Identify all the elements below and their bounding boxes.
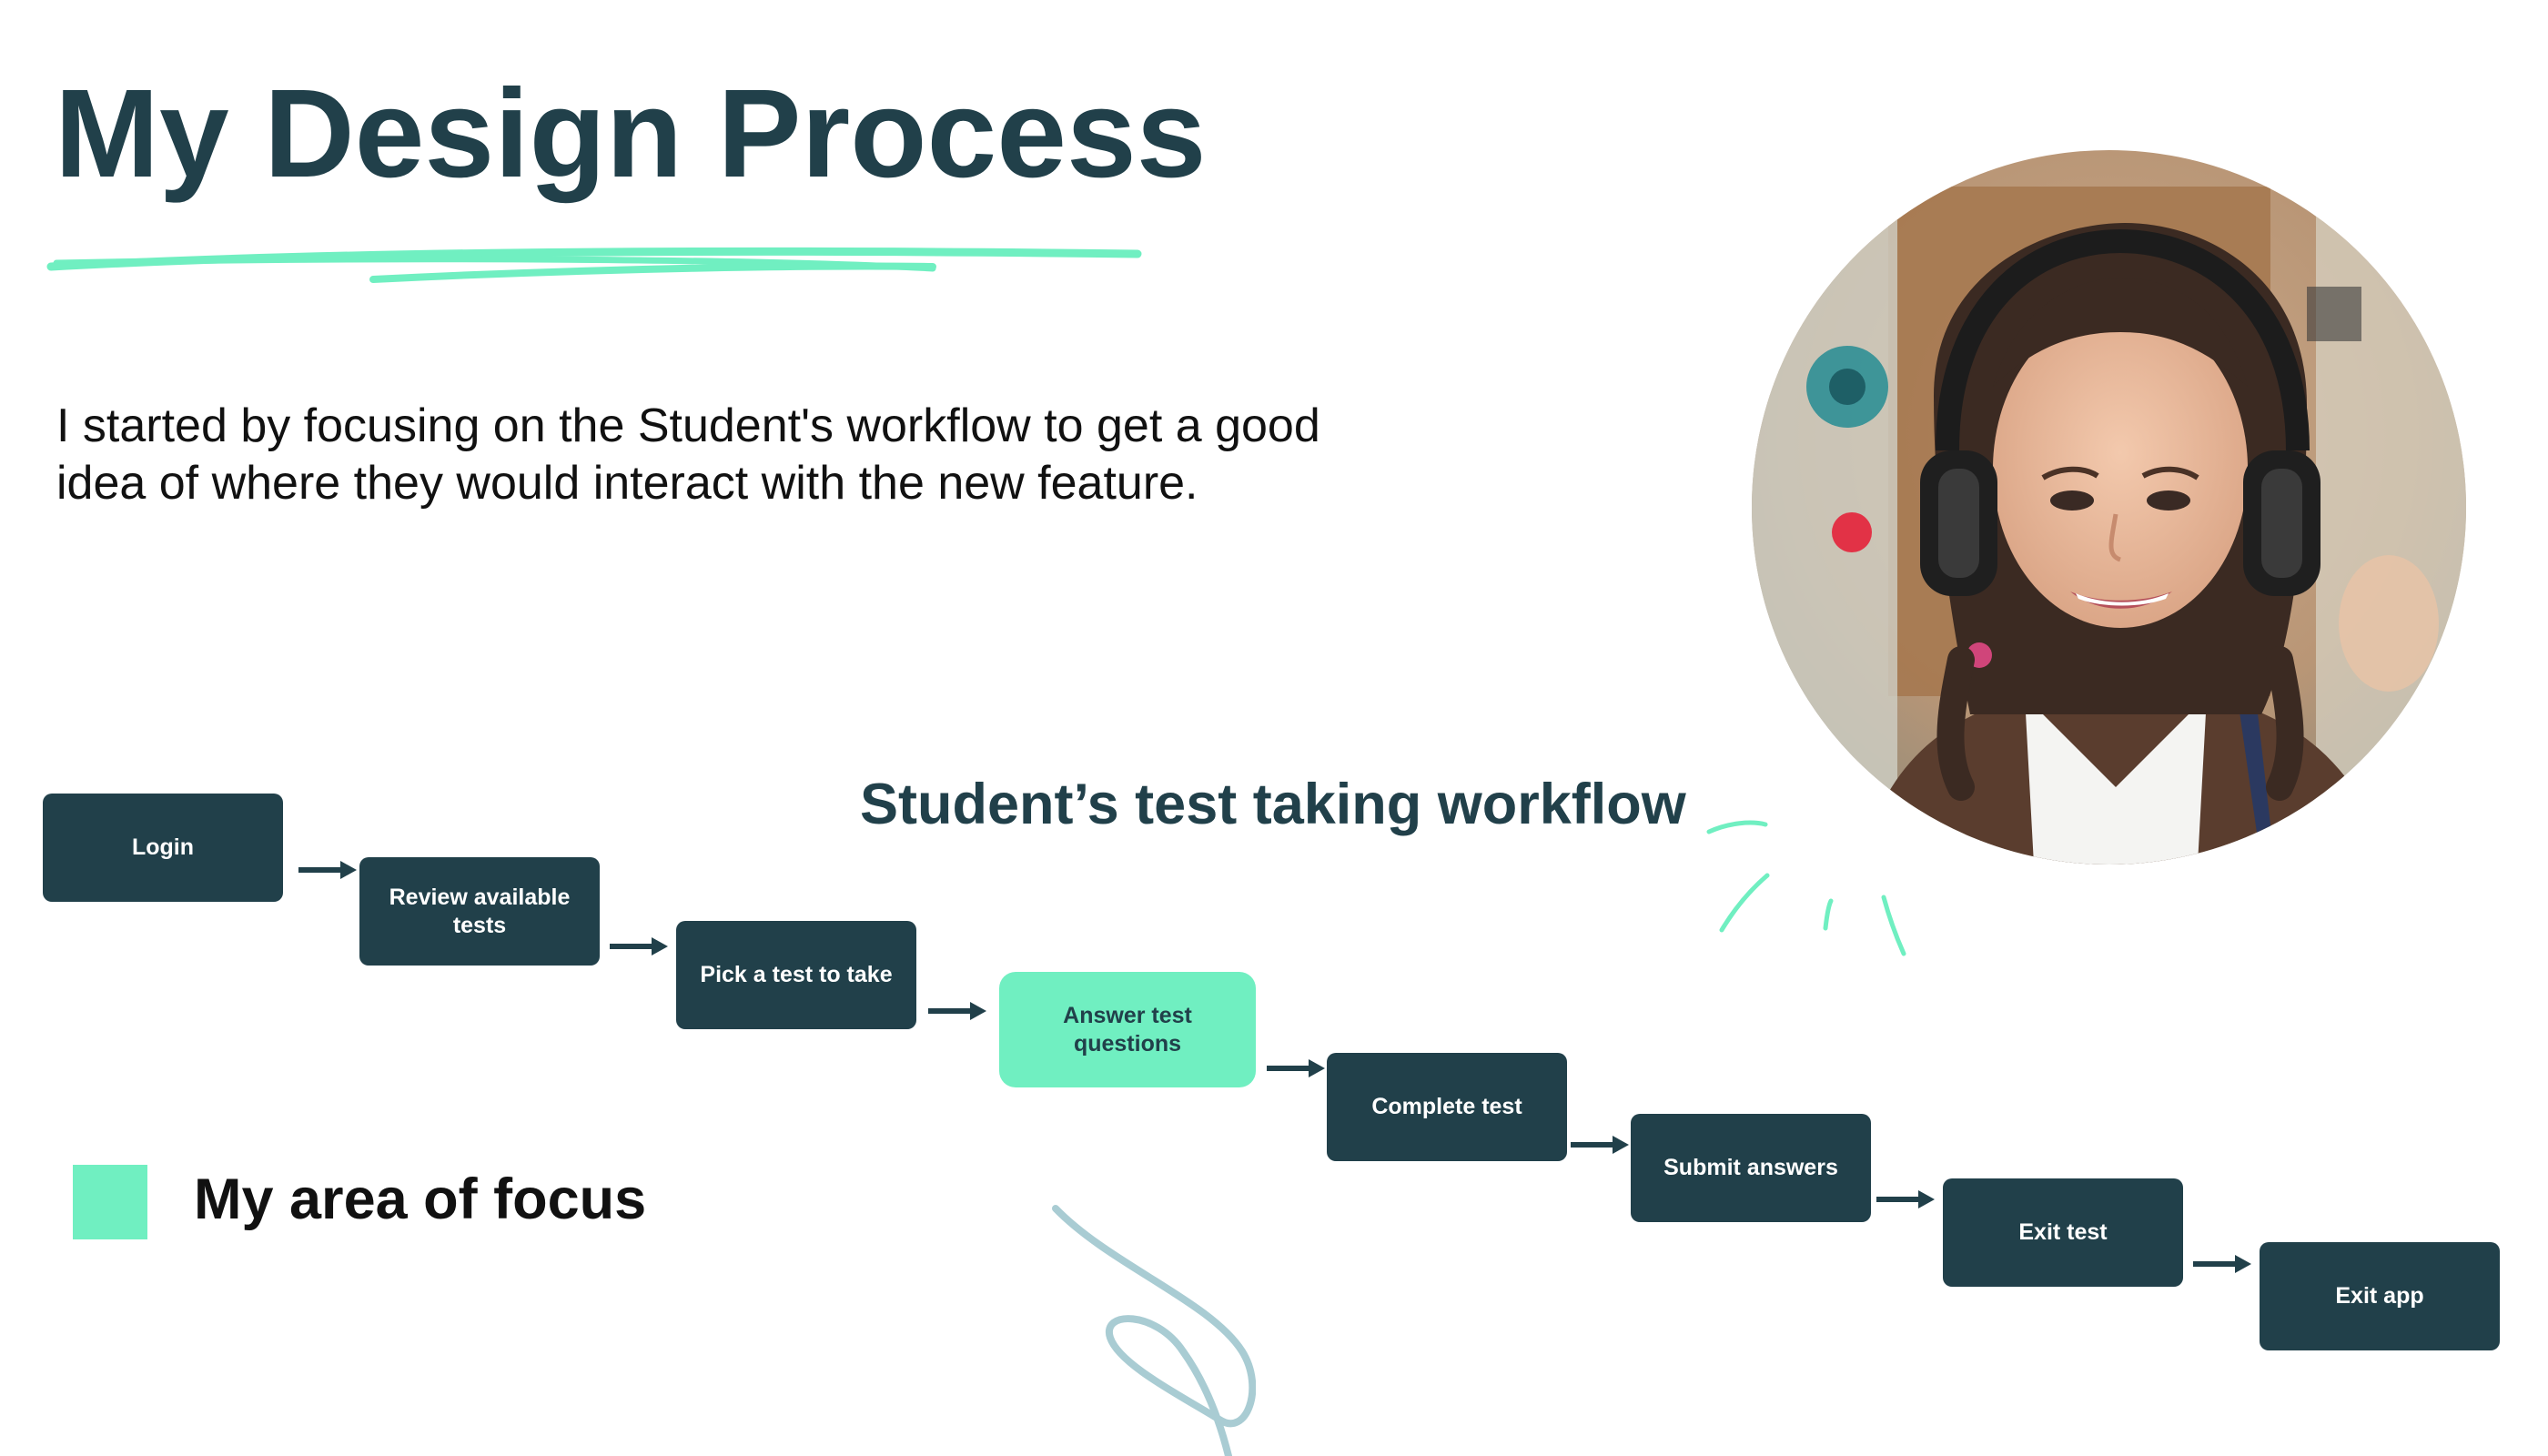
workflow-step-submit-answers: Submit answers (1631, 1114, 1871, 1222)
workflow-step-answer-test-questions: Answer test questions (999, 972, 1256, 1087)
decorative-sparks (1706, 820, 1906, 956)
legend-swatch (73, 1165, 147, 1239)
student-photo (1752, 150, 2466, 864)
title-underline-brushstroke (46, 247, 1142, 283)
workflow-step-exit-app: Exit app (2260, 1242, 2500, 1350)
workflow-title: Student’s test taking workflow (860, 773, 1686, 836)
arrow-right-icon (610, 937, 668, 956)
arrow-right-icon (1267, 1059, 1325, 1077)
student-with-headphones-image (1752, 150, 2466, 864)
workflow-step-review-available-tests: Review available tests (359, 857, 600, 966)
page-title: My Design Process (55, 64, 1207, 204)
workflow-step-login: Login (43, 794, 283, 902)
arrow-right-icon (2193, 1255, 2251, 1273)
workflow-step-complete-test: Complete test (1327, 1053, 1567, 1161)
workflow-step-exit-test: Exit test (1943, 1178, 2183, 1287)
intro-paragraph: I started by focusing on the Student's w… (56, 399, 1320, 510)
legend-label: My area of focus (194, 1168, 647, 1231)
workflow-step-pick-a-test: Pick a test to take (676, 921, 916, 1029)
decorative-squiggle (1052, 1205, 1256, 1456)
arrow-right-icon (1571, 1136, 1629, 1154)
arrow-right-icon (928, 1002, 986, 1020)
arrow-right-icon (298, 861, 357, 879)
arrow-right-icon (1876, 1190, 1935, 1208)
